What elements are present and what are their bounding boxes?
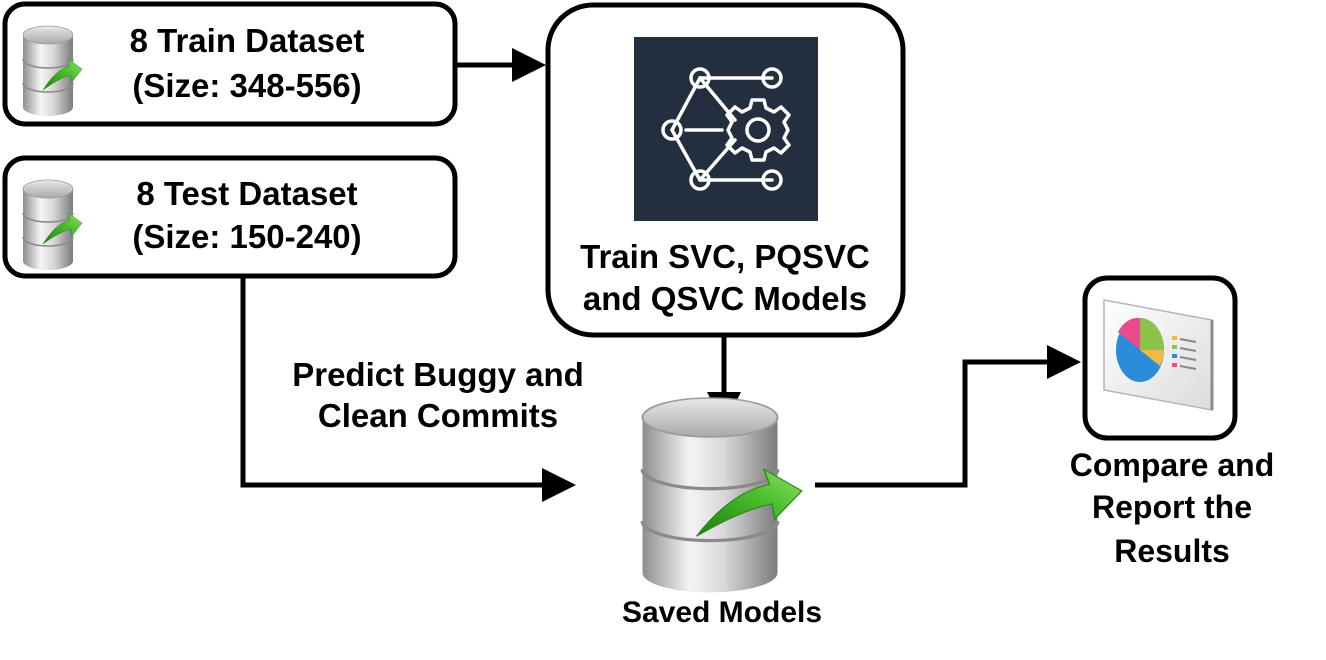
test-dataset-size: (Size: 150-240) — [132, 218, 361, 255]
predict-label-line1: Predict Buggy and — [292, 356, 584, 393]
report-label-line2: Report the — [1092, 489, 1252, 525]
arrow-test-to-saved — [240, 278, 576, 502]
pie-chart-report-icon — [1103, 299, 1214, 411]
report-box: Compare and Report the Results — [1070, 275, 1274, 569]
saved-models-database: Saved Models — [622, 398, 822, 629]
train-dataset-size: (Size: 348-556) — [132, 67, 361, 104]
train-dataset-title: 8 Train Dataset — [130, 22, 365, 59]
model-training-box: Train SVC, PQSVC and QSVC Models — [545, 2, 906, 338]
arrow-train-to-model — [455, 48, 546, 82]
test-dataset-box: 8 Test Dataset (Size: 150-240) — [2, 155, 458, 279]
predict-label-line2: Clean Commits — [318, 397, 558, 434]
test-dataset-title: 8 Test Dataset — [136, 175, 357, 212]
model-training-title-line2: and QSVC Models — [583, 280, 867, 317]
model-training-title-line1: Train SVC, PQSVC — [580, 238, 870, 275]
ml-network-gear-icon — [634, 37, 818, 221]
saved-models-label: Saved Models — [622, 596, 822, 629]
report-label-line1: Compare and — [1070, 447, 1274, 483]
database-icon — [643, 398, 802, 592]
train-dataset-box: 8 Train Dataset (Size: 348-556) — [2, 1, 458, 127]
arrow-saved-to-report — [815, 345, 1081, 488]
report-label-line3: Results — [1114, 533, 1230, 569]
